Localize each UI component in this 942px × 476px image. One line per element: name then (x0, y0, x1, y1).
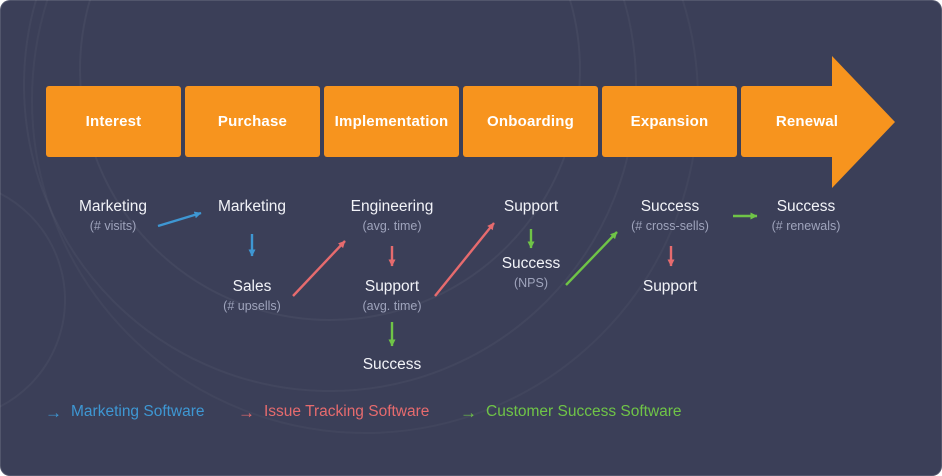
legend-label: Marketing Software (71, 403, 205, 420)
stage-onboarding: Onboarding (463, 86, 598, 157)
dept-purchase-sales: Sales (# upsells) (223, 277, 281, 315)
dept-metric: (# renewals) (771, 219, 841, 233)
dept-metric: (avg. time) (362, 219, 422, 233)
dept-name: Success (501, 255, 561, 272)
stage-interest: Interest (46, 86, 181, 157)
dept-implementation-success: Success (363, 355, 422, 375)
dept-purchase-marketing: Marketing (218, 197, 286, 217)
dept-name: Success (362, 356, 422, 373)
legend-marketing-software: → Marketing Software (45, 402, 205, 422)
arrow-sales-to-engineering (292, 240, 346, 297)
dept-name: Marketing (78, 198, 148, 215)
legend-customer-success-software: → Customer Success Software (460, 402, 682, 422)
dept-onboarding-success: Success (NPS) (502, 254, 561, 292)
dept-name: Marketing (217, 198, 287, 215)
dept-name: Support (503, 198, 559, 215)
dept-metric: (# upsells) (223, 299, 281, 313)
dept-name: Success (640, 198, 700, 215)
dept-implementation-support: Support (avg. time) (362, 277, 421, 315)
dept-expansion-success: Success (# cross-sells) (631, 197, 709, 235)
arrow-interest-marketing-to-purchase-marketing (157, 211, 202, 228)
dept-interest-marketing: Marketing (# visits) (79, 197, 147, 235)
arrow-onboarding-success-to-expansion-success (565, 231, 618, 286)
dept-renewal-success: Success (# renewals) (772, 197, 841, 235)
dept-name: Engineering (350, 198, 434, 215)
stage-purchase: Purchase (185, 86, 320, 157)
dept-name: Support (364, 278, 420, 295)
legend-label: Customer Success Software (486, 403, 682, 420)
blue-arrow-icon: → (45, 402, 62, 422)
arrow-implementation-support-to-onboarding-support (434, 222, 495, 297)
dept-metric: (# visits) (89, 219, 137, 233)
stage-implementation: Implementation (324, 86, 459, 157)
dept-onboarding-support: Support (504, 197, 558, 217)
dept-name: Success (776, 198, 836, 215)
dept-metric: (avg. time) (362, 299, 422, 313)
stage-expansion: Expansion (602, 86, 737, 157)
dept-metric: (# cross-sells) (631, 219, 709, 233)
green-arrow-icon: → (460, 402, 477, 422)
red-arrow-icon: → (238, 402, 255, 422)
funnel-arrowhead-icon (832, 56, 895, 188)
stage-renewal (741, 86, 833, 157)
dept-metric: (NPS) (513, 276, 549, 290)
legend-issue-tracking-software: → Issue Tracking Software (238, 402, 429, 422)
dept-expansion-support: Support (643, 277, 697, 297)
dept-name: Sales (232, 278, 272, 295)
legend-label: Issue Tracking Software (264, 403, 430, 420)
stage-renewal-label: Renewal (775, 113, 839, 130)
dept-implementation-engineering: Engineering (avg. time) (351, 197, 434, 235)
dept-name: Support (642, 278, 698, 295)
